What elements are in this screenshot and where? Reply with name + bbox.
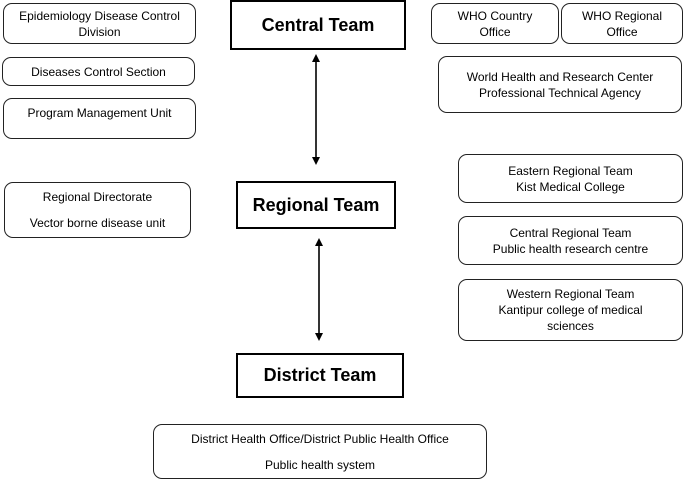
who-regional-office-box: WHO Regional Office: [561, 3, 683, 44]
world-health-research-center-box: World Health and Research Center Profess…: [438, 56, 682, 113]
program-management-label: Program Management Unit: [27, 106, 172, 120]
diseases-control-label: Diseases Control Section: [31, 64, 166, 79]
epidemiology-division-box: Epidemiology Disease Control Division: [3, 3, 196, 44]
program-management-unit-box: Program Management Unit: [3, 98, 196, 139]
central-regional-line-1: Central Regional Team: [509, 225, 632, 240]
district-team-label: District Team: [263, 365, 377, 385]
who-country-office-box: WHO Country Office: [431, 3, 559, 44]
eastern-line-1: Eastern Regional Team: [508, 163, 633, 178]
central-regional-team-box: Central Regional Team Public health rese…: [458, 216, 683, 265]
western-line-3: sciences: [547, 319, 594, 333]
who-country-line-1: WHO Country: [457, 8, 533, 23]
world-health-line-2: Professional Technical Agency: [479, 85, 641, 100]
who-regional-line-1: WHO Regional: [581, 8, 663, 23]
diseases-control-section-box: Diseases Control Section: [2, 57, 195, 86]
world-health-line-1: World Health and Research Center: [466, 69, 654, 84]
district-team-box: District Team: [236, 353, 404, 398]
western-line-2: Kantipur college of medical: [498, 303, 643, 317]
central-team-box: Central Team: [230, 0, 406, 50]
regional-team-label: Regional Team: [252, 194, 380, 215]
central-team-label: Central Team: [261, 14, 375, 35]
eastern-line-2: Kist Medical College: [516, 179, 625, 194]
epidemiology-line-2: Division: [78, 24, 121, 39]
regional-directorate-line-2: Vector borne disease unit: [29, 216, 166, 230]
western-regional-team-box: Western Regional Team Kantipur college o…: [458, 279, 683, 341]
district-office-line-1: District Health Office/District Public H…: [191, 431, 449, 446]
district-health-office-box: District Health Office/District Public H…: [153, 424, 487, 479]
district-office-line-2: Public health system: [264, 457, 376, 472]
who-regional-line-2: Office: [606, 24, 638, 39]
regional-directorate-line-1: Regional Directorate: [42, 190, 153, 204]
western-line-1: Western Regional Team: [506, 287, 635, 301]
regional-directorate-box: Regional Directorate Vector borne diseas…: [4, 182, 191, 238]
who-country-line-2: Office: [479, 24, 511, 39]
epidemiology-line-1: Epidemiology Disease Control: [19, 8, 180, 23]
central-regional-line-2: Public health research centre: [492, 241, 649, 256]
eastern-regional-team-box: Eastern Regional Team Kist Medical Colle…: [458, 154, 683, 203]
regional-team-box: Regional Team: [236, 181, 396, 229]
